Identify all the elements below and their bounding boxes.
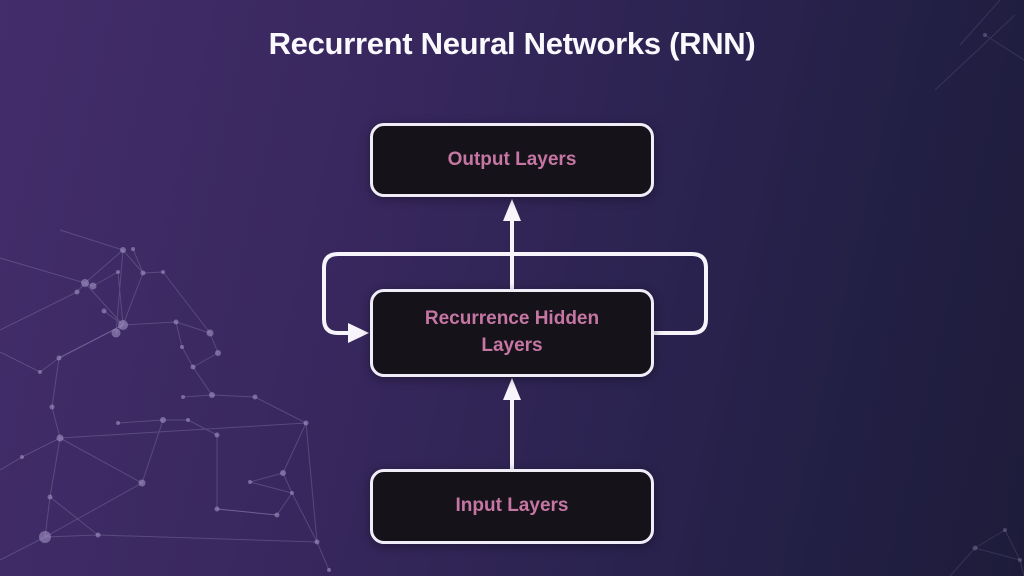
node-input-layers: Input Layers — [370, 469, 654, 544]
node-input-label: Input Layers — [455, 495, 569, 517]
page-title: Recurrent Neural Networks (RNN) — [268, 26, 756, 61]
arrowhead-to-output — [503, 199, 521, 221]
arrowhead-loop — [348, 323, 369, 343]
node-recurrence-hidden-layers: Recurrence Hidden Layers — [370, 289, 654, 377]
node-hidden-label: Recurrence Hidden Layers — [424, 308, 600, 356]
arrowhead-to-hidden — [503, 378, 521, 400]
node-output-label: Output Layers — [447, 148, 577, 170]
node-output-layers: Output Layers — [370, 123, 654, 197]
